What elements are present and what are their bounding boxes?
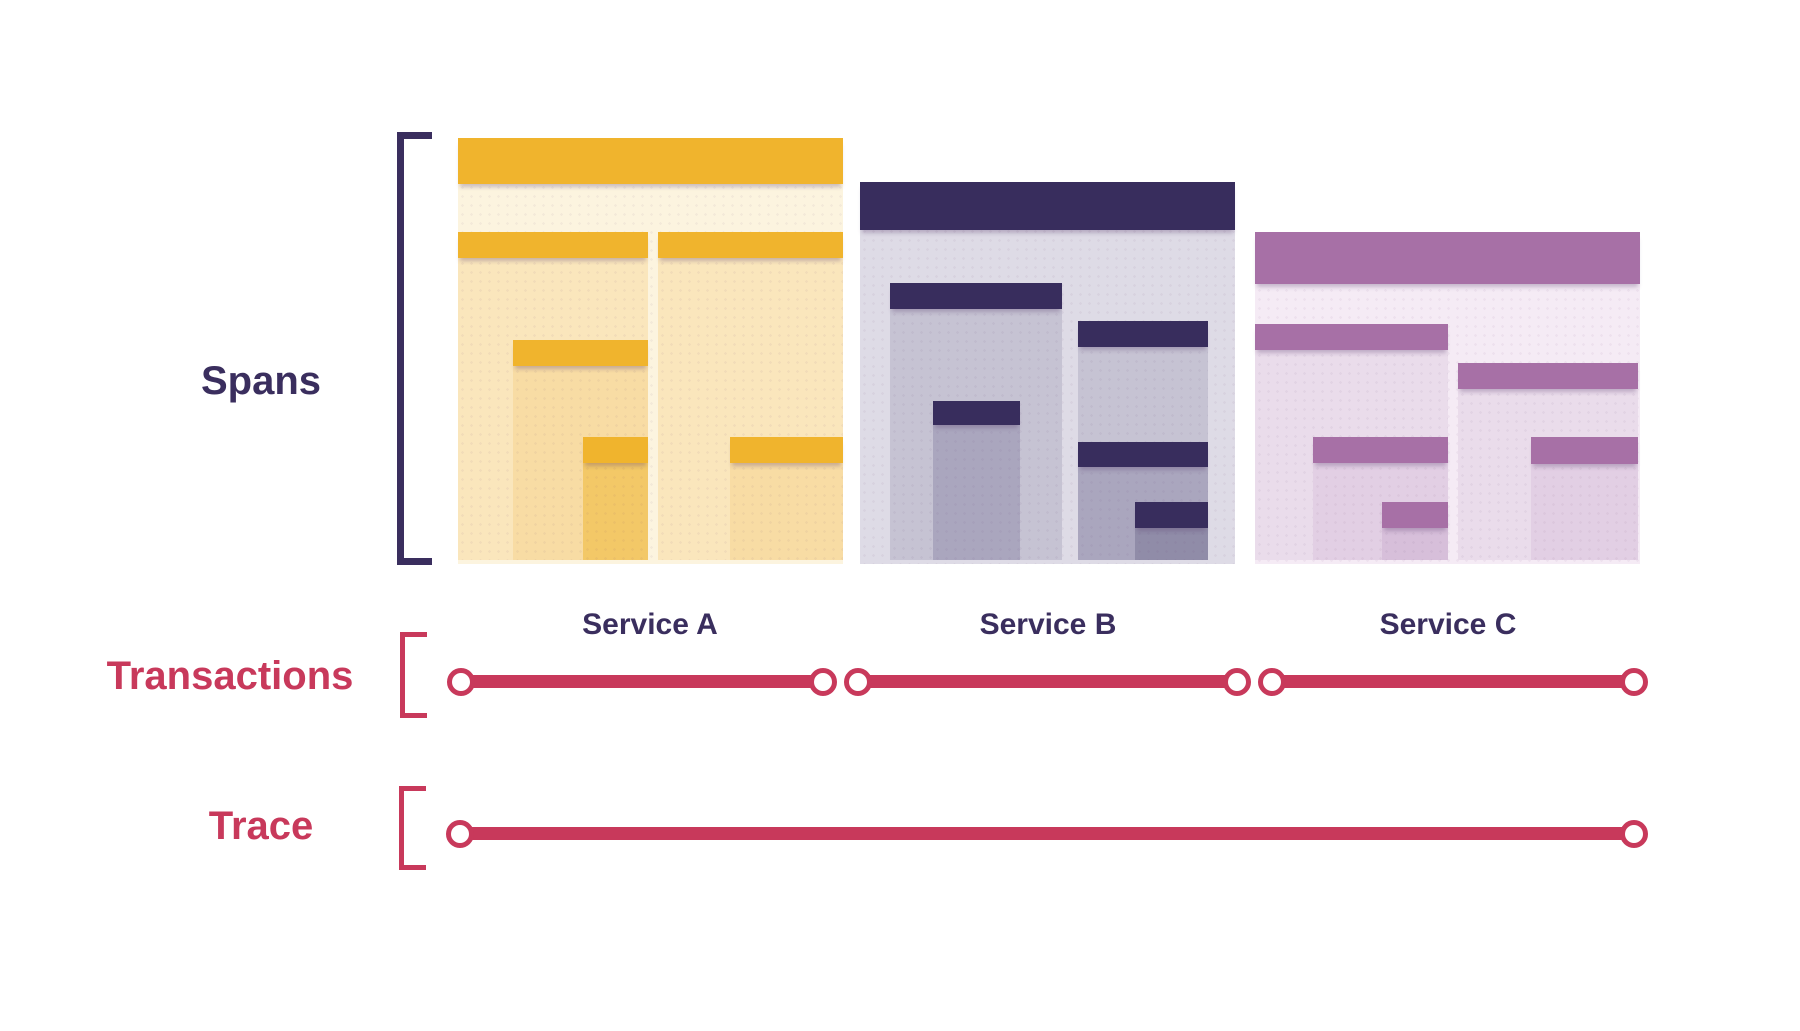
- service-c-span-header-depth2: [1313, 437, 1448, 463]
- service-a-span-header-depth2: [513, 340, 648, 366]
- service-b-label: Service B: [979, 608, 1117, 641]
- spans-bracket: [397, 132, 439, 565]
- trace-endpoint-circle: [446, 820, 474, 848]
- transactions-endpoint-circle: [1223, 668, 1251, 696]
- service-b-span-header-depth3: [1135, 502, 1208, 528]
- transactions-line: [1272, 675, 1634, 688]
- service-b-span-header-depth0: [860, 182, 1235, 230]
- service-a-span-header-depth1: [458, 232, 648, 258]
- transactions-endpoint-circle: [844, 668, 872, 696]
- transactions-endpoint-circle: [1620, 668, 1648, 696]
- trace-bracket: [399, 786, 430, 870]
- spans-label: Spans: [200, 359, 322, 403]
- service-b-span-header-depth1: [890, 283, 1062, 309]
- service-c-span-header-depth1: [1255, 324, 1448, 350]
- service-b-span-header-depth2: [933, 401, 1020, 425]
- service-b-span-body-depth2: [933, 401, 1020, 560]
- service-a-span-header-depth0: [458, 138, 843, 184]
- service-c-span-header-depth1: [1458, 363, 1638, 389]
- transactions-bracket: [400, 632, 431, 718]
- service-a-span-header-depth2: [730, 437, 843, 463]
- trace-label: Trace: [208, 804, 314, 848]
- service-c-span-header-depth0: [1255, 232, 1640, 284]
- service-c-label: Service C: [1379, 608, 1517, 641]
- service-a-span-header-depth1: [658, 232, 843, 258]
- service-a-label: Service A: [582, 608, 718, 641]
- service-c-span-header-depth3: [1382, 502, 1448, 528]
- transactions-label: Transactions: [106, 654, 354, 698]
- transactions-endpoint-circle: [447, 668, 475, 696]
- service-b-span-header-depth1: [1078, 321, 1208, 347]
- service-a-span-header-depth3: [583, 437, 648, 463]
- transactions-line: [461, 675, 823, 688]
- service-b-span-header-depth2: [1078, 442, 1208, 467]
- transactions-endpoint-circle: [809, 668, 837, 696]
- trace-line: [460, 827, 1634, 840]
- transactions-endpoint-circle: [1258, 668, 1286, 696]
- service-c-span-header-depth2: [1531, 437, 1638, 464]
- transactions-line: [858, 675, 1237, 688]
- trace-endpoint-circle: [1620, 820, 1648, 848]
